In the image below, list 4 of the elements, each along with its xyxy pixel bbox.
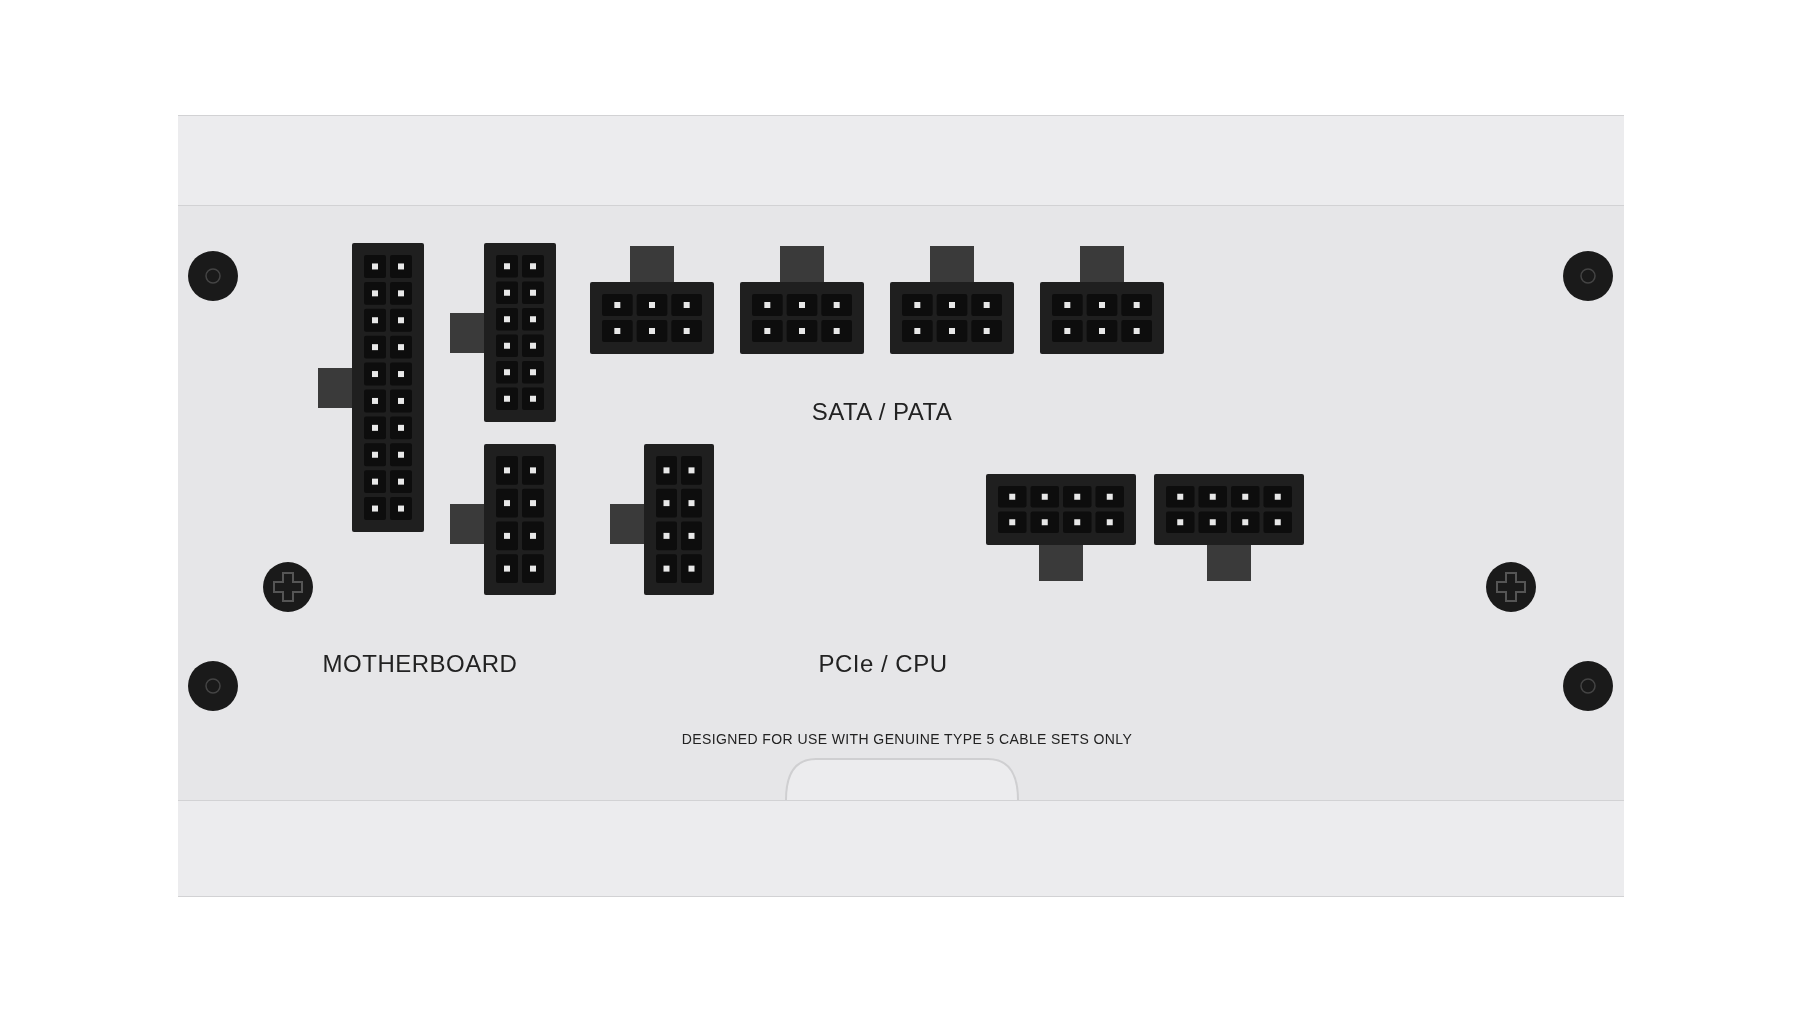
port-group-label: SATA / PATA: [811, 398, 953, 426]
port-group-label: MOTHERBOARD: [322, 650, 518, 678]
port-group-label: PCIe / CPU: [818, 650, 948, 678]
notice-text: DESIGNED FOR USE WITH GENUINE TYPE 5 CABLE SETS ONLY: [681, 731, 1133, 747]
